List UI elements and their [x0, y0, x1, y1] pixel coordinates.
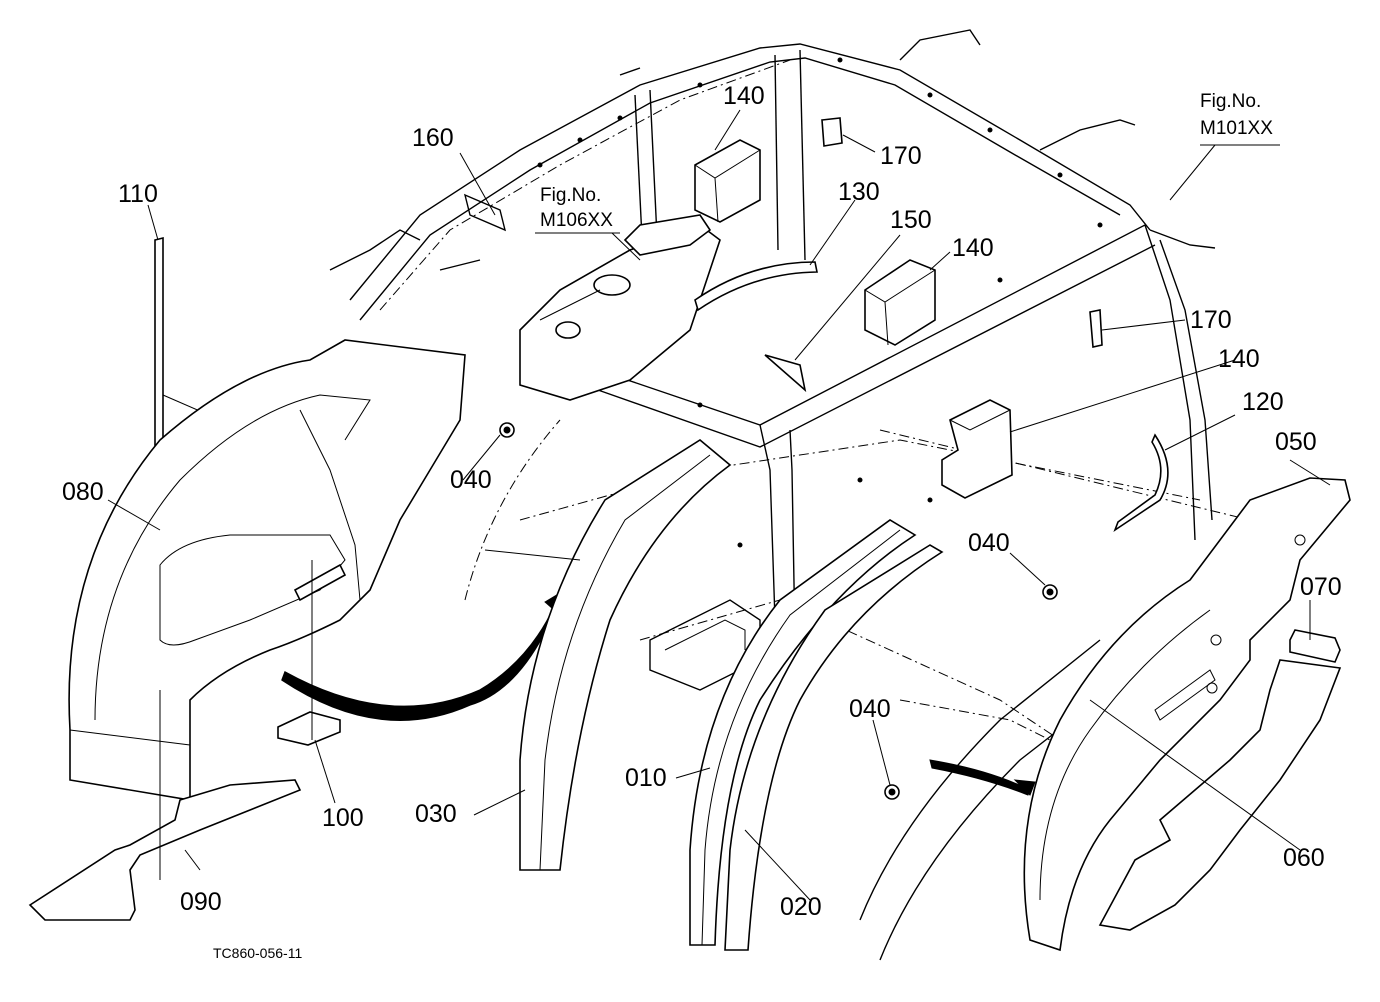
label-130: 130 [838, 178, 880, 206]
pad-070 [1289, 629, 1341, 663]
plate-090 [28, 779, 302, 921]
leader-lines [107, 109, 1331, 901]
label-140-mid: 140 [952, 234, 994, 262]
seal-120 [1113, 433, 1169, 533]
pad-150 [764, 354, 807, 393]
label-110: 110 [118, 180, 158, 208]
label-090: 090 [180, 888, 222, 916]
label-030: 030 [415, 800, 457, 828]
label-170-right: 170 [1190, 306, 1232, 334]
label-070: 070 [1300, 573, 1342, 601]
fender-050 [1023, 477, 1351, 952]
fender-080 [68, 339, 466, 801]
part-labels: 110 080 100 090 160 140 170 130 150 140 … [62, 82, 1342, 921]
label-120: 120 [1242, 388, 1284, 416]
tag-170-right [1089, 309, 1103, 348]
label-060: 060 [1283, 844, 1325, 872]
tag-170-top [821, 117, 843, 147]
seal-130 [694, 261, 818, 312]
ref-m101-line1: Fig.No. [1200, 91, 1261, 112]
pad-140-low [941, 399, 1013, 499]
ref-m106-line1: Fig.No. [540, 185, 601, 206]
figure-ref-m101: Fig.No. M101XX [1200, 91, 1273, 139]
plate-060 [1098, 659, 1342, 931]
bolt-040-a [499, 422, 515, 438]
label-050: 050 [1275, 428, 1317, 456]
ref-m101-line2: M101XX [1200, 118, 1273, 139]
label-150: 150 [890, 206, 932, 234]
label-140-low: 140 [1218, 345, 1260, 373]
label-020: 020 [780, 893, 822, 921]
pad-100 [277, 711, 341, 746]
label-100: 100 [322, 804, 364, 832]
pillar-030 [464, 419, 732, 871]
label-040-c: 040 [849, 695, 891, 723]
pad-140-top [694, 139, 761, 223]
bolt-040-c [884, 784, 900, 800]
label-140-top: 140 [723, 82, 765, 110]
pad-140-mid [864, 259, 936, 346]
label-010: 010 [625, 764, 667, 792]
bolt-040-b [1042, 584, 1058, 600]
rear-upper-cover [519, 214, 721, 401]
label-170-top: 170 [880, 142, 922, 170]
label-040-a: 040 [450, 466, 492, 494]
label-160: 160 [412, 124, 454, 152]
label-040-b: 040 [968, 529, 1010, 557]
figure-ref-m106: Fig.No. M106XX [540, 185, 613, 231]
ref-m106-line2: M106XX [540, 210, 613, 231]
label-080: 080 [62, 478, 104, 506]
arch-020 [724, 544, 944, 951]
arrow-right [929, 759, 1031, 796]
drawing-code: TC860-056-11 [213, 945, 302, 961]
arch-010 [689, 519, 917, 946]
